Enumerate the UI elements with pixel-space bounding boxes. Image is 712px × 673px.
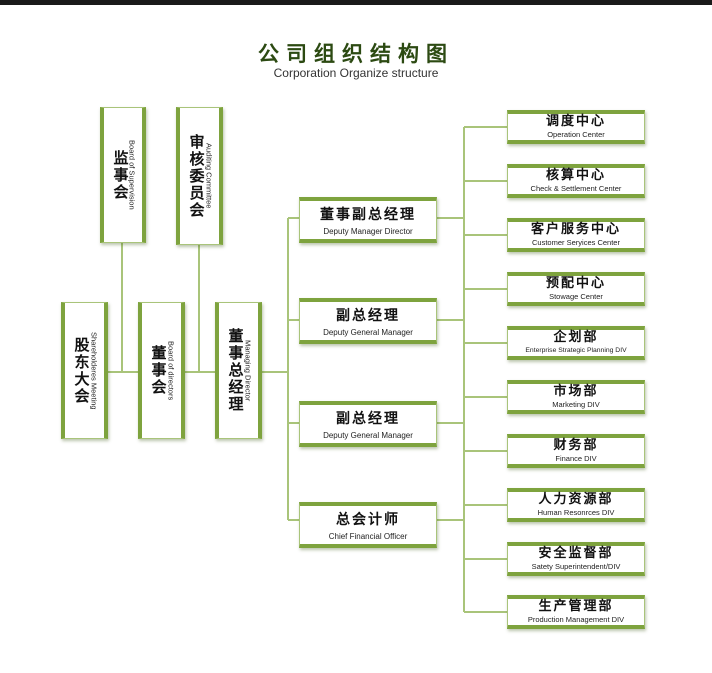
node-label-en: Operation Center <box>547 130 605 139</box>
node-production-management-div: 生产管理部 Production Management DIV <box>507 595 645 629</box>
node-board-of-directors: 董事会 Board of directors <box>138 302 185 439</box>
node-human-resources-div: 人力资源部 Human Resonrces DIV <box>507 488 645 522</box>
node-label-en: Human Resonrces DIV <box>537 508 615 517</box>
node-label-en: Enterprise Strategic Planning DIV <box>525 347 627 354</box>
node-label-en: Deputy General Manager <box>323 431 413 440</box>
node-label-en: Marketing DIV <box>552 400 600 409</box>
node-label-cn: 客户服务中心 <box>530 222 621 237</box>
node-deputy-manager-director: 董事副总经理 Deputy Manager Director <box>299 197 437 243</box>
top-border <box>0 0 712 5</box>
node-label-cn: 董事总经理 <box>226 328 245 413</box>
node-label-en: Shareholderes Meeting <box>89 331 99 410</box>
node-label-en: Production Management DIV <box>527 615 625 624</box>
node-label-en: Stowage Center <box>549 292 603 301</box>
node-label-cn: 调度中心 <box>545 114 606 129</box>
node-auditing-committee: 审核委员会 Auditing Committee <box>176 107 223 245</box>
node-label-en: Managing Director <box>243 339 253 402</box>
node-label-cn: 总会计师 <box>336 512 400 528</box>
node-label-cn: 董事会 <box>149 345 168 396</box>
node-label-cn: 副总经理 <box>336 308 400 324</box>
node-stowage-center: 预配中心 Stowage Center <box>507 272 645 306</box>
node-label-cn: 生产管理部 <box>538 599 614 614</box>
node-label-cn: 企划部 <box>553 330 599 345</box>
node-label-en: Auditing Committee <box>204 143 214 209</box>
node-label-cn: 董事副总经理 <box>320 207 416 223</box>
node-deputy-general-manager-2: 副总经理 Deputy General Manager <box>299 401 437 447</box>
node-label-cn: 审核委员会 <box>187 133 206 219</box>
node-safety-superintendent-div: 安全监督部 Satety Superintendent/DIV <box>507 542 645 576</box>
node-label-en: Satety Superintendent/DIV <box>531 562 621 571</box>
node-finance-div: 财务部 Finance DIV <box>507 434 645 468</box>
node-label-cn: 核算中心 <box>545 168 606 183</box>
node-label-cn: 财务部 <box>553 438 599 453</box>
node-label-cn: 市场部 <box>553 384 599 399</box>
node-label-en: Check & Settlement Center <box>530 184 622 193</box>
node-board-of-supervision: 监事会 Board of Supervision <box>100 107 146 243</box>
node-marketing-div: 市场部 Marketing DIV <box>507 380 645 414</box>
node-shareholders-meeting: 股东大会 Shareholderes Meeting <box>61 302 108 439</box>
node-label-en: Customer Seryices Center <box>532 238 620 247</box>
node-enterprise-strategic-planning: 企划部 Enterprise Strategic Planning DIV <box>507 326 645 360</box>
node-label-en: Board of Supervision <box>127 140 137 210</box>
node-label-cn: 股东大会 <box>72 336 91 405</box>
node-label-cn: 监事会 <box>111 149 130 201</box>
node-label-cn: 人力资源部 <box>538 492 614 507</box>
node-label-cn: 安全监督部 <box>538 546 614 561</box>
node-label-cn: 副总经理 <box>336 411 400 427</box>
node-check-settlement-center: 核算中心 Check & Settlement Center <box>507 164 645 198</box>
chart-title: 公司组织结构图 <box>258 41 454 66</box>
node-label-en: Deputy General Manager <box>323 328 413 337</box>
node-label-cn: 预配中心 <box>545 276 606 291</box>
node-customer-services-center: 客户服务中心 Customer Seryices Center <box>507 218 645 252</box>
node-managing-director: 董事总经理 Managing Director <box>215 302 262 439</box>
node-deputy-general-manager-1: 副总经理 Deputy General Manager <box>299 298 437 344</box>
node-label-en: Chief Financial Officer <box>328 532 408 541</box>
node-label-en: Deputy Manager Director <box>323 227 413 236</box>
node-chief-financial-officer: 总会计师 Chief Financial Officer <box>299 502 437 548</box>
node-label-en: Finance DIV <box>555 454 597 463</box>
node-operation-center: 调度中心 Operation Center <box>507 110 645 144</box>
node-label-en: Board of directors <box>166 340 176 401</box>
chart-subtitle: Corporation Organize structure <box>273 66 439 80</box>
